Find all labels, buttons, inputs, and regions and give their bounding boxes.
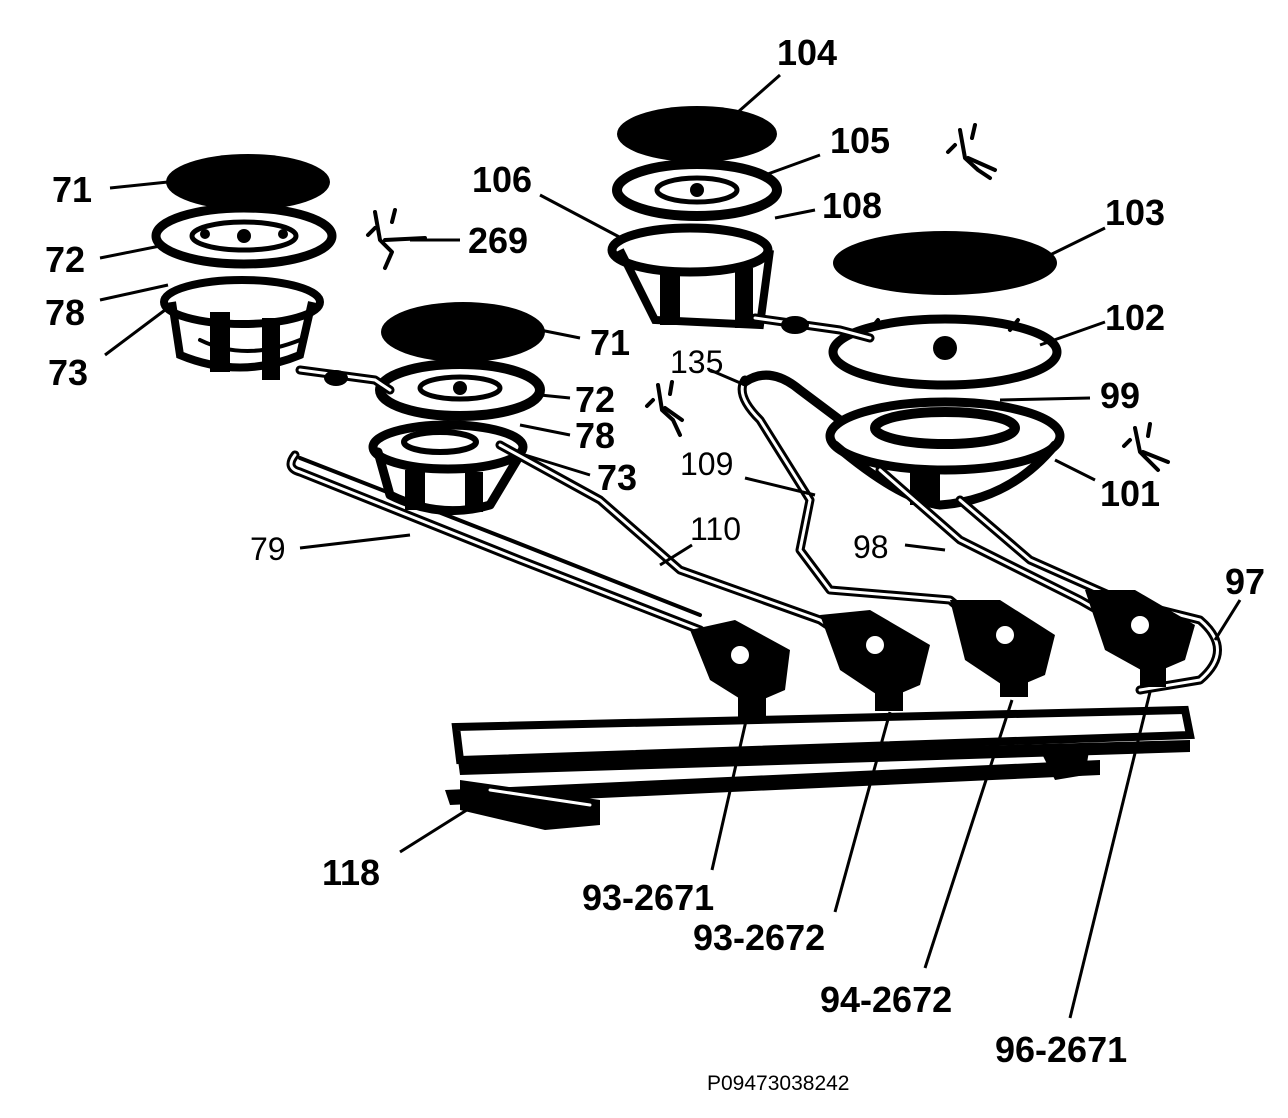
valve-1 bbox=[690, 620, 790, 718]
burner-base-d bbox=[368, 420, 528, 516]
burner-head-d bbox=[375, 359, 545, 421]
label-78-a: 78 bbox=[45, 292, 85, 333]
leader-lines bbox=[99, 73, 1242, 1019]
label-98: 98 bbox=[853, 529, 889, 565]
label-102: 102 bbox=[1105, 297, 1165, 338]
label-73-a: 73 bbox=[48, 352, 88, 393]
connector-pipes bbox=[295, 313, 875, 395]
label-118: 118 bbox=[322, 852, 380, 893]
burner-b bbox=[607, 106, 782, 330]
burner-cap-d bbox=[381, 302, 545, 362]
label-73-b: 73 bbox=[597, 457, 637, 498]
burner-cap-c bbox=[833, 231, 1057, 295]
label-99: 99 bbox=[1100, 375, 1140, 416]
burner-base-b bbox=[607, 223, 774, 330]
label-71-b: 71 bbox=[590, 322, 630, 363]
burner-head-a bbox=[151, 203, 337, 269]
burner-d bbox=[368, 302, 545, 516]
ignition-symbol-4 bbox=[1122, 422, 1170, 472]
ignition-symbol-2 bbox=[946, 123, 997, 180]
burner-head-b bbox=[612, 159, 782, 221]
gas-valves bbox=[690, 590, 1195, 718]
label-93-2671: 93-2671 bbox=[582, 877, 714, 918]
label-101: 101 bbox=[1100, 473, 1160, 514]
label-78-b: 78 bbox=[575, 415, 615, 456]
label-269: 269 bbox=[468, 220, 528, 261]
ignition-symbol-3 bbox=[645, 380, 684, 437]
label-109: 109 bbox=[680, 446, 733, 482]
label-103: 103 bbox=[1105, 192, 1165, 233]
valve-4 bbox=[1085, 590, 1195, 687]
label-96-2671: 96-2671 bbox=[995, 1029, 1127, 1070]
label-97: 97 bbox=[1225, 561, 1265, 602]
part-labels: 71 72 78 73 269 106 104 105 108 103 102 … bbox=[45, 32, 1265, 1070]
label-94-2672: 94-2672 bbox=[820, 979, 952, 1020]
burner-base-c bbox=[825, 397, 1065, 510]
drawing-code: P09473038242 bbox=[707, 1072, 849, 1095]
label-106: 106 bbox=[472, 159, 532, 200]
valve-3 bbox=[950, 600, 1055, 697]
label-105: 105 bbox=[830, 120, 890, 161]
label-93-2672: 93-2672 bbox=[693, 917, 825, 958]
label-71-a: 71 bbox=[52, 169, 92, 210]
burner-base-a bbox=[160, 276, 324, 380]
label-104: 104 bbox=[777, 32, 837, 73]
label-79: 79 bbox=[250, 531, 286, 567]
label-108: 108 bbox=[822, 185, 882, 226]
label-72-b: 72 bbox=[575, 379, 615, 420]
burner-c bbox=[825, 231, 1065, 510]
valve-2 bbox=[820, 610, 930, 711]
label-72-a: 72 bbox=[45, 239, 85, 280]
burner-cap-b bbox=[617, 106, 777, 162]
ignition-symbol-1 bbox=[366, 208, 427, 270]
burner-head-c bbox=[828, 314, 1062, 390]
manifold-rail bbox=[445, 705, 1195, 830]
burner-a bbox=[151, 154, 337, 380]
label-135: 135 bbox=[670, 344, 723, 380]
label-110: 110 bbox=[690, 511, 741, 547]
burner-cap-a bbox=[166, 154, 330, 210]
